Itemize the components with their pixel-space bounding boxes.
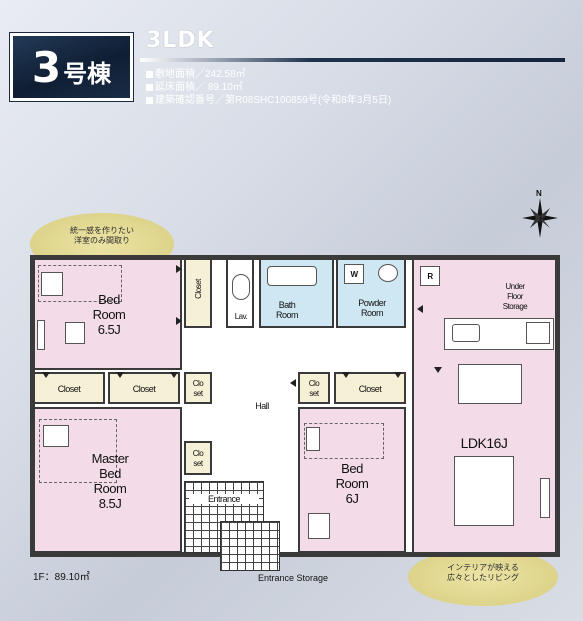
door-marker [342, 372, 350, 378]
bed-6j-outline [304, 423, 384, 459]
spec-site-area: 敷地面積／242.58㎡ [146, 68, 391, 81]
unit-number: 3 [31, 42, 62, 92]
door-marker [417, 305, 423, 313]
bed-outline [38, 265, 122, 302]
unit-suffix: 号棟 [63, 59, 112, 88]
layout-type: 3LDK [146, 28, 215, 53]
spec-permit-number: 建築確認番号／第R08SHC100859号(令和8年3月5日) [146, 94, 391, 107]
door-marker [394, 372, 402, 378]
sofa-outline [454, 456, 514, 526]
door-marker [176, 265, 182, 273]
door-marker [434, 367, 442, 373]
spec-floor-area: 延床面積／ 89.10㎡ [146, 81, 391, 94]
kitchen-counter [444, 318, 554, 350]
entrance-storage-label: Entrance Storage [258, 573, 329, 583]
unit-badge: 3 号棟 [10, 33, 133, 101]
pillow-outline [41, 272, 63, 296]
door-marker [116, 372, 124, 378]
window-frame-left [37, 320, 45, 350]
compass-north-label: N [536, 189, 542, 198]
tv-stand [540, 478, 550, 518]
sink-icon [378, 264, 398, 282]
toilet-icon [232, 274, 250, 300]
washer-icon: W [344, 264, 364, 284]
desk-6j-outline [308, 513, 330, 539]
desk-outline [65, 322, 85, 344]
closet-top-label: Closet [194, 279, 203, 299]
hall-label: Hall [255, 401, 269, 411]
compass-icon: N [520, 188, 560, 240]
dining-table [458, 364, 522, 404]
entrance-steps [220, 521, 280, 571]
kitchen-sink-icon [452, 324, 480, 342]
bathtub-icon [267, 266, 317, 286]
header-divider [140, 58, 565, 62]
door-marker [42, 372, 50, 378]
door-marker [170, 372, 178, 378]
door-marker [290, 379, 296, 387]
callout-bottom: インテリアが映える 広々としたリビング [408, 548, 558, 606]
closet-top: Closet [184, 258, 212, 328]
lavatory-label: Lav. [234, 312, 248, 321]
master-bed-outline [39, 419, 117, 483]
stove-icon [526, 322, 550, 344]
lavatory: Lav. [226, 258, 254, 328]
pillow-6j-outline [306, 427, 320, 451]
master-pillow-outline [43, 425, 69, 447]
fridge-icon: R [420, 266, 440, 286]
spec-list: 敷地面積／242.58㎡ 延床面積／ 89.10㎡ 建築確認番号／第R08SHC… [146, 68, 391, 107]
ldk-label: LDK16J [460, 435, 508, 451]
door-marker [176, 317, 182, 325]
floor-area-label: 1F：89.10㎡ [33, 572, 90, 583]
